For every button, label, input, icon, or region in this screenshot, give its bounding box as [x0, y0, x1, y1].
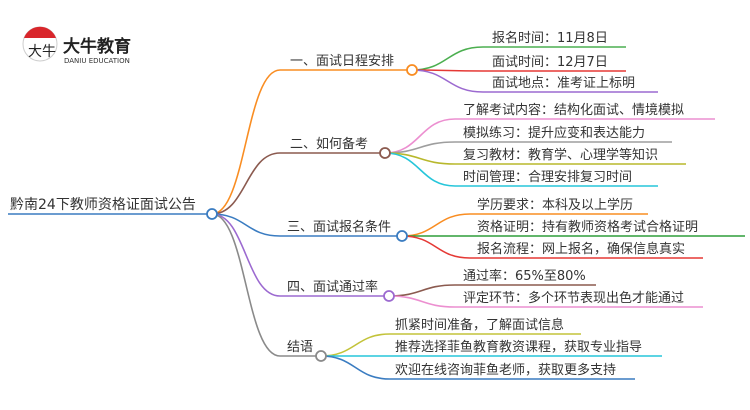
branch-node-label[interactable]: 二、如何备考: [290, 136, 368, 152]
branch-connector: [211, 213, 281, 237]
branch-node-label[interactable]: 四、面试通过率: [287, 279, 378, 295]
leaf-node-label[interactable]: 评定环节：多个环节表现出色才能通过: [463, 290, 684, 306]
leaf-connector: [388, 295, 456, 308]
logo-brand-cn: 大牛教育: [63, 36, 131, 57]
logo-mark-text: 大牛: [28, 44, 56, 60]
branch-collapse-toggle[interactable]: [379, 147, 391, 159]
branch-node-label[interactable]: 结语: [287, 340, 313, 355]
root-collapse-toggle[interactable]: [206, 208, 218, 220]
leaf-node-label[interactable]: 时间管理：合理安排复习时间: [463, 170, 632, 185]
leaf-node-label[interactable]: 抓紧时间准备，了解面试信息: [395, 317, 564, 333]
logo: 大牛 大牛教育 DANIU EDUCATION: [22, 26, 131, 65]
logo-mark-top: [24, 26, 56, 38]
leaf-node-label[interactable]: 通过率：65%至80%: [463, 268, 586, 284]
leaf-node-label[interactable]: 推荐选择菲鱼教育教资课程，获取专业指导: [395, 339, 642, 355]
leaf-node-label[interactable]: 报名时间：11月8日: [492, 30, 608, 46]
leaf-connector: [401, 235, 471, 259]
leaf-node-label[interactable]: 欢迎在线咨询菲鱼老师，获取更多支持: [395, 362, 616, 378]
leaf-connector: [384, 118, 456, 154]
leaf-connector: [384, 152, 456, 187]
leaf-node-label[interactable]: 报名流程：网上报名，确保信息真实: [477, 241, 685, 257]
leaf-connector: [320, 355, 391, 380]
leaf-node-label[interactable]: 面试地点：准考证上标明: [492, 76, 635, 91]
branch-connector: [211, 213, 281, 297]
leaf-connector: [411, 69, 484, 93]
leaf-node-label[interactable]: 学历要求：本科及以上学历: [477, 197, 633, 213]
leaf-connector: [388, 284, 456, 297]
branch-connector: [211, 69, 281, 215]
branch-connector: [211, 152, 281, 215]
leaf-node-label[interactable]: 资格证明：持有教师资格考试合格证明: [477, 219, 698, 235]
leaf-connector: [320, 333, 391, 357]
root-node-label[interactable]: 黔南24下教师资格证面试公告: [10, 197, 196, 213]
branch-node-label[interactable]: 三、面试报名条件: [287, 219, 391, 235]
leaf-node-label[interactable]: 模拟练习：提升应变和表达能力: [463, 125, 645, 141]
leaf-node-label[interactable]: 复习教材：教育学、心理学等知识: [463, 147, 658, 163]
logo-brand-en: DANIU EDUCATION: [64, 57, 130, 65]
leaf-node-label[interactable]: 面试时间：12月7日: [492, 55, 608, 70]
branch-collapse-toggle[interactable]: [383, 290, 395, 302]
branch-collapse-toggle[interactable]: [315, 350, 327, 362]
branch-collapse-toggle[interactable]: [396, 230, 408, 242]
branch-collapse-toggle[interactable]: [406, 64, 418, 76]
leaf-connector: [411, 46, 484, 71]
leaf-node-label[interactable]: 了解考试内容：结构化面试、情境模拟: [463, 102, 684, 118]
branch-connector: [211, 213, 281, 357]
branch-node-label[interactable]: 一、面试日程安排: [290, 54, 394, 69]
leaf-connector: [401, 213, 471, 237]
